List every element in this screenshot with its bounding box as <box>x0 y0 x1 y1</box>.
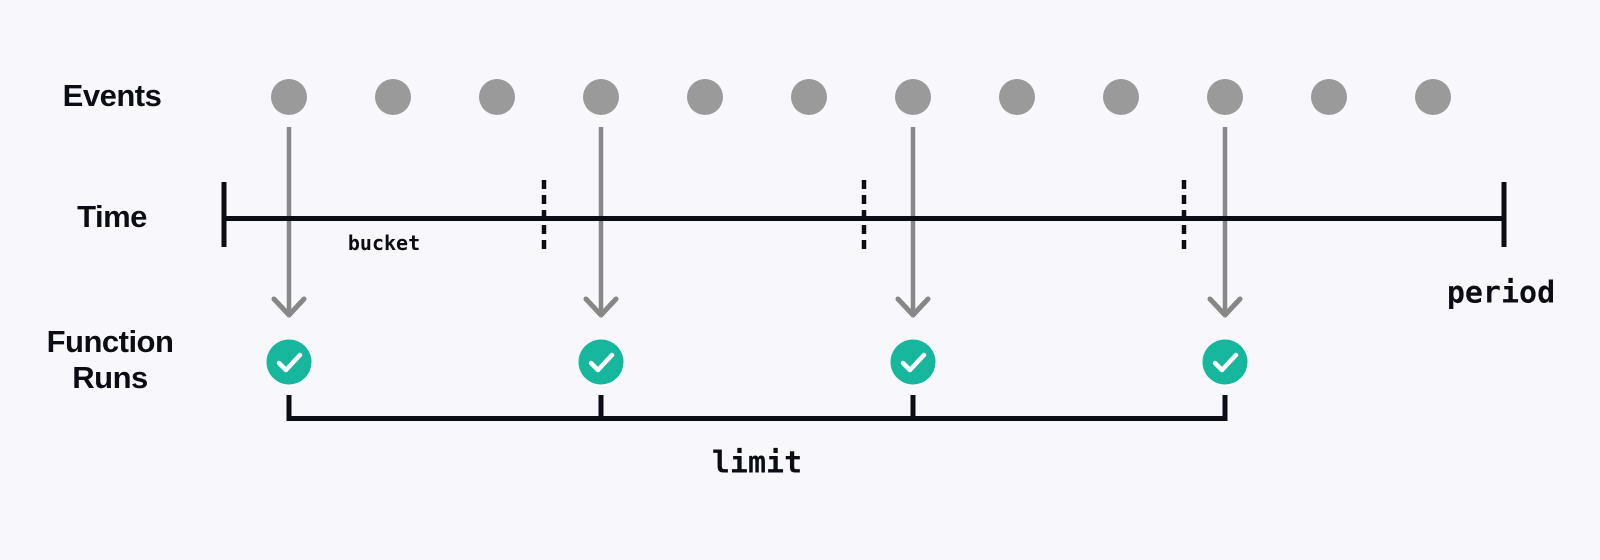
event-dot <box>479 79 515 115</box>
function-run-circle <box>578 339 624 385</box>
function-runs-label-line1: Function <box>46 324 174 359</box>
events-row-label: Events <box>62 78 162 113</box>
check-icon <box>900 352 927 373</box>
event-dot <box>583 79 619 115</box>
event-dot <box>1311 79 1347 115</box>
check-icon <box>276 352 303 373</box>
event-dot <box>1103 79 1139 115</box>
event-arrow-head-icon <box>895 296 931 318</box>
event-dot <box>1415 79 1451 115</box>
period-label: period <box>1446 275 1556 311</box>
event-dot <box>1207 79 1243 115</box>
event-arrow-head-icon <box>271 296 307 318</box>
function-run-circle <box>266 339 312 385</box>
event-dot <box>271 79 307 115</box>
event-dot <box>895 79 931 115</box>
function-run-circle <box>890 339 936 385</box>
timeline-end-ticks <box>221 182 1507 247</box>
event-arrow-head-icon <box>1207 296 1243 318</box>
check-icon <box>1212 352 1239 373</box>
bucket-label: bucket <box>347 231 421 255</box>
function-runs-label-line2: Runs <box>72 360 148 395</box>
limit-bracket-ticks <box>286 395 1228 421</box>
event-dot <box>375 79 411 115</box>
function-run-circle <box>1202 339 1248 385</box>
event-dot <box>687 79 723 115</box>
event-dot <box>999 79 1035 115</box>
check-icon <box>588 352 615 373</box>
event-arrow-head-icon <box>583 296 619 318</box>
time-axis-label: Time <box>77 199 147 234</box>
limit-label: limit <box>711 445 803 481</box>
event-dot <box>791 79 827 115</box>
